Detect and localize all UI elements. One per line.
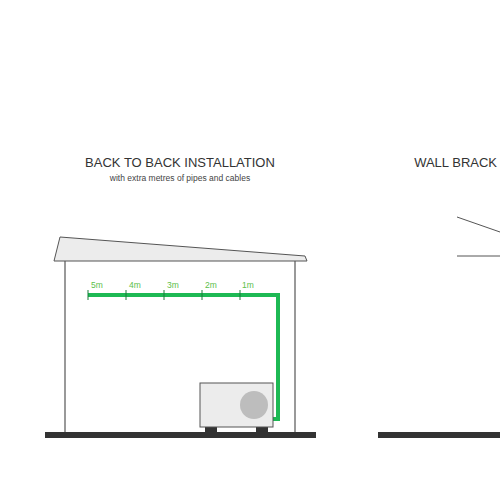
section-title: BACK TO BACK INSTALLATION (85, 155, 275, 170)
right-wall (294, 261, 295, 433)
distance-label: 5m (91, 280, 103, 290)
pipe-run (88, 295, 278, 419)
left-wall (64, 261, 65, 433)
bracket-roof-edge (457, 256, 500, 257)
ground-bar (378, 432, 500, 438)
subtitle: with extra metres of pipes and cables (110, 173, 250, 183)
ground-bar (45, 432, 316, 438)
roof (54, 237, 307, 261)
distance-label: 2m (205, 280, 217, 290)
distance-label: 4m (129, 280, 141, 290)
bracket-roof (457, 217, 500, 232)
section-title: WALL BRACK (414, 155, 497, 170)
distance-label: 3m (167, 280, 179, 290)
pipe-ticks (88, 290, 240, 300)
outdoor-unit (200, 383, 273, 427)
unit-fan (240, 391, 268, 419)
distance-label: 1m (242, 280, 254, 290)
